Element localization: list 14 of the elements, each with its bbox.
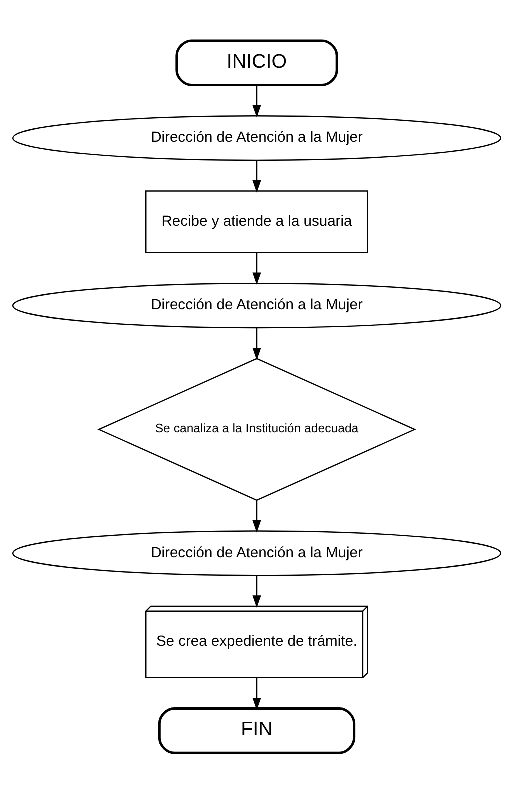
node-box: Recibe y atiende a la usuaria [146, 190, 368, 253]
node-ellipse: Dirección de Atención a la Mujer [12, 114, 502, 161]
node-ellipse: Dirección de Atención a la Mujer [12, 530, 502, 576]
node-box: INICIO [176, 39, 338, 86]
arrow [252, 328, 262, 360]
node-diamond: Se canaliza a la Institución adecuada [98, 358, 416, 501]
arrow [252, 160, 262, 192]
arrow [252, 500, 262, 532]
arrow [252, 252, 262, 285]
arrow [252, 84, 262, 118]
node-ellipse: Dirección de Atención a la Mujer [12, 282, 502, 328]
node-box: FIN [158, 706, 356, 754]
arrow [252, 678, 262, 710]
arrow [252, 576, 262, 608]
